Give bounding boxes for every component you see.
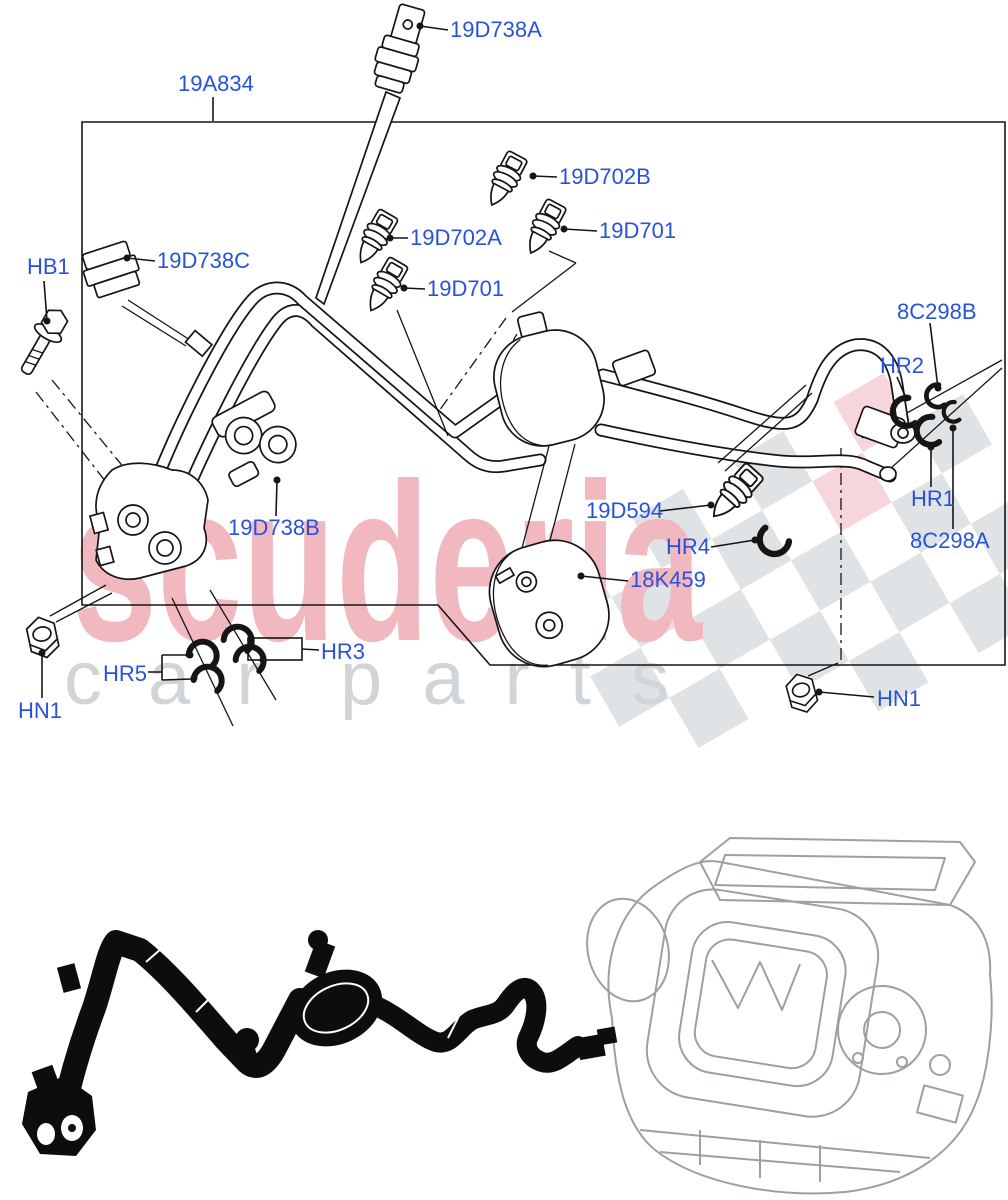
part-19d702b <box>479 148 531 212</box>
nut-pointer-lines <box>49 584 839 677</box>
part-18k459 <box>488 539 610 668</box>
part-19d738a <box>373 3 426 94</box>
inline-muffler <box>493 311 605 447</box>
diagram-frame <box>81 121 1006 666</box>
leader-lines <box>41 25 954 698</box>
watermark-tagline-parts: parts <box>340 636 709 721</box>
leader-dots <box>38 22 957 696</box>
pipe-bracket <box>611 349 657 387</box>
thumbnail-hvac-unit <box>586 837 993 1195</box>
probe-lines <box>396 250 813 553</box>
thumbnail-pipes-silhouette <box>22 930 618 1156</box>
part-19d738b <box>211 390 297 488</box>
probe-wedge <box>314 90 402 306</box>
part-19d738c <box>81 240 214 358</box>
bolt-hb1 <box>20 309 69 376</box>
ac-pipes <box>145 281 910 515</box>
left-connector <box>88 462 209 580</box>
